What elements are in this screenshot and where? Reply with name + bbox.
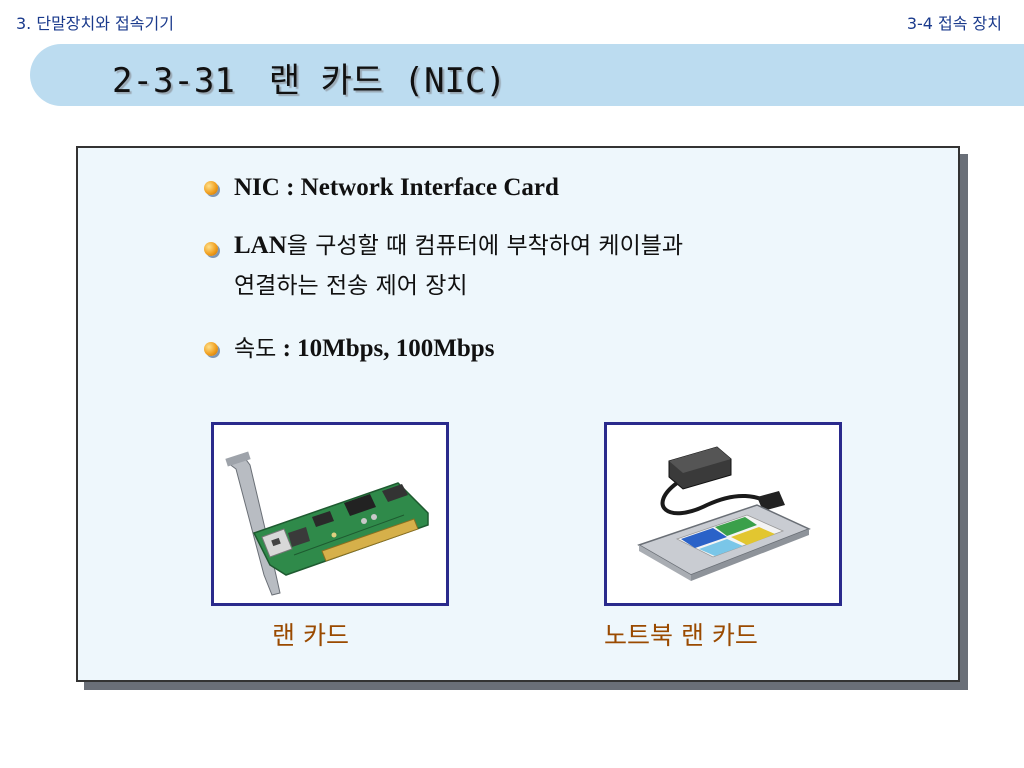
- bullet-dot-icon: [204, 342, 218, 356]
- pci-network-card-photo: [211, 422, 449, 606]
- slide-title: 2-3-31 랜 카드 (NIC): [112, 61, 506, 101]
- bullet-text-rest: : 10Mbps, 100Mbps: [276, 335, 495, 362]
- chapter-label: 3. 단말장치와 접속기기: [16, 14, 174, 33]
- pci-network-card-icon: [225, 451, 429, 596]
- figure-caption-lan-card: 랜 카드: [272, 621, 349, 650]
- figure-caption-notebook-lan-card: 노트북 랜 카드: [604, 621, 758, 650]
- bullet-dot-icon: [204, 181, 218, 195]
- bullet-text: NIC : Network Interface Card: [234, 174, 559, 201]
- bullet-item-lan: LAN을 구성할 때 컴퓨터에 부착하여 케이블과 연결하는 전송 제어 장치: [204, 226, 683, 306]
- title-bar: [30, 44, 1024, 106]
- section-label: 3-4 접속 장치: [906, 14, 1002, 33]
- pcmcia-network-card-photo: [604, 422, 842, 606]
- bullet-text: LAN을 구성할 때 컴퓨터에 부착하여 케이블과 연결하는 전송 제어 장치: [234, 226, 683, 306]
- bullet-item-nic: NIC : Network Interface Card: [204, 168, 559, 208]
- bullet-text-korean: 을 구성할 때 컴퓨터에 부착하여 케이블과: [286, 233, 684, 259]
- bullet-item-speed: 속도 : 10Mbps, 100Mbps: [204, 329, 494, 369]
- bullet-text: 속도 : 10Mbps, 100Mbps: [234, 329, 494, 369]
- pcmcia-network-card-icon: [637, 446, 811, 581]
- bullet-text-latin: LAN: [234, 232, 287, 259]
- bullet-text-korean: 속도: [234, 336, 277, 362]
- bullet-text-line2: 연결하는 전송 제어 장치: [234, 273, 468, 299]
- bullet-dot-icon: [204, 242, 218, 256]
